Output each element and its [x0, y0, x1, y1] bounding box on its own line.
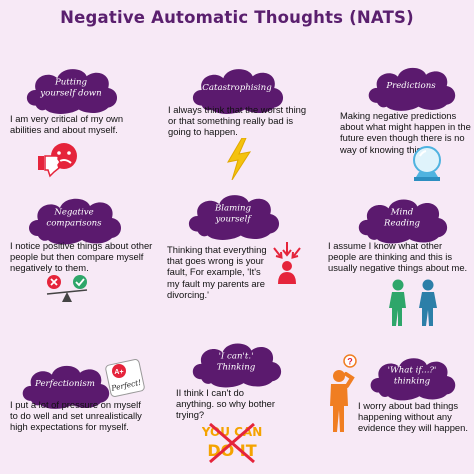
card-text-blaming-yourself: Thinking that everything that goes wrong…: [167, 244, 267, 300]
cloud-label-line: Negative: [54, 207, 94, 218]
cloud-label-line: Putting: [54, 77, 87, 88]
card-text-what-if-thinking: I worry about bad things happening witho…: [358, 400, 468, 434]
cloud-catastrophising: Catastrophising: [188, 60, 286, 116]
cloud-label-line: yourself: [215, 214, 251, 224]
sad-face-thumbs-down-icon: [36, 142, 84, 178]
cloud-what-if-thinking: 'What if...?'thinking: [366, 348, 458, 404]
crystal-ball-icon: [410, 145, 444, 183]
cloud-label-line: Catastrophising: [202, 82, 272, 93]
cloud-label-line: thinking: [393, 376, 431, 386]
worried-person-icon: ?: [322, 354, 362, 434]
page-title: Negative Automatic Thoughts (NATS): [60, 8, 414, 27]
cloud-predictions: Predictions: [364, 58, 458, 114]
two-people-icon: [384, 278, 442, 328]
crossed-out-you-can-do-it-icon: YOU CAN DO IT: [201, 420, 266, 464]
card-text-perfectionism: I put a lot of pressure on myself to do …: [10, 399, 142, 433]
card-text-catastrophising: I always think that the worst thing or t…: [168, 104, 307, 138]
cloud-i-cant-thinking: 'I can't.'Thinking: [188, 334, 284, 390]
cloud-label-line: Mind: [390, 207, 414, 218]
cloud-label-line: Blaming: [214, 203, 252, 214]
cloud-label-line: 'I can't.': [218, 351, 254, 362]
a-plus-grade-text: A+: [114, 369, 123, 376]
cloud-label-line: yourself down: [40, 88, 102, 98]
card-text-i-cant-thinking: II think I can't do anything. so why bot…: [176, 387, 276, 421]
cloud-perfectionism: Perfectionism: [18, 356, 112, 412]
cloud-label-line: Reading: [384, 218, 420, 228]
balance-scale-icon: [44, 274, 90, 304]
card-text-predictions: Making negative predictions about what m…: [340, 110, 471, 155]
cloud-label-line: 'What if...?': [387, 365, 437, 376]
question-mark-text: ?: [347, 357, 353, 367]
cloud-label-line: Perfectionism: [35, 378, 95, 389]
cloud-label-line: Thinking: [216, 362, 256, 372]
a-plus-perfect-icon: A+ Perfect!: [104, 358, 146, 398]
blamed-person-icon: [272, 242, 302, 286]
cloud-label-line: Predictions: [386, 80, 436, 91]
you-can-text: YOU CAN: [202, 425, 262, 439]
card-text-putting-yourself-down: I am very critical of my own abilities a…: [10, 113, 124, 136]
cloud-label-line: comparisons: [46, 218, 102, 228]
lightning-bolt-icon: [224, 137, 254, 181]
card-text-negative-comparisons: I notice positive things about other peo…: [10, 240, 153, 274]
card-text-mind-reading: I assume I know what other people are th…: [328, 240, 468, 274]
